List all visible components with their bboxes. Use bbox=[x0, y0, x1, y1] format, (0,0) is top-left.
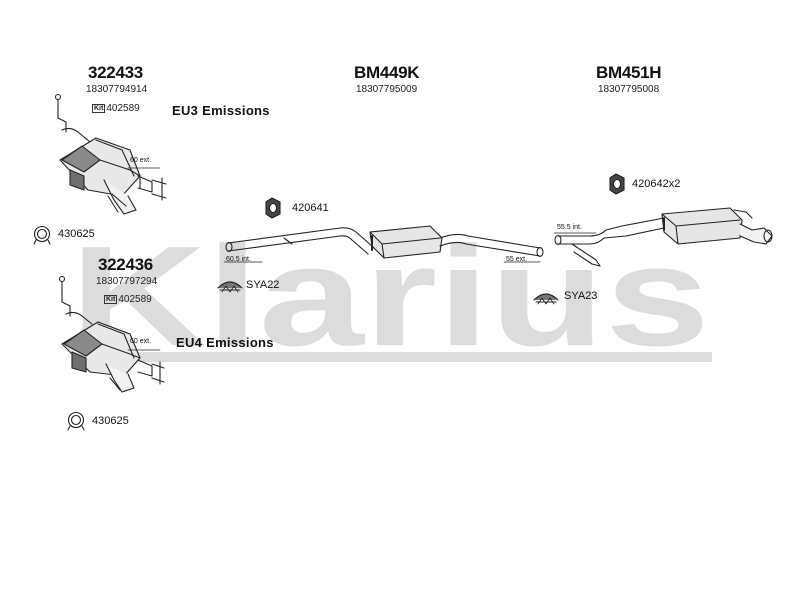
mount-rear-number[interactable]: SYA23 bbox=[564, 290, 598, 302]
gasket-centre-icon bbox=[265, 197, 281, 219]
spec-centre-outlet: 55 ext. bbox=[506, 256, 528, 263]
kit-number-lower-value: 402589 bbox=[118, 294, 152, 305]
emissions-label-eu4: EU4 Emissions bbox=[176, 335, 274, 350]
part-number-322433[interactable]: 322433 bbox=[88, 63, 143, 82]
gasket-rear-number[interactable]: 420642x2 bbox=[632, 178, 681, 190]
spec-centre-inlet: 60.5 int. bbox=[226, 256, 251, 263]
catalyst-lower[interactable] bbox=[58, 275, 165, 393]
dimension-leaders bbox=[127, 167, 597, 351]
part-number-bm451h[interactable]: BM451H bbox=[596, 63, 662, 82]
catalyst-upper[interactable] bbox=[54, 93, 167, 215]
gasket-rear-icon bbox=[609, 173, 625, 195]
clamp-lower-icon bbox=[67, 411, 85, 431]
centre-section-pipe[interactable] bbox=[225, 225, 544, 259]
part-number-322436[interactable]: 322436 bbox=[98, 255, 153, 274]
spec-rear-inlet: 55.5 int. bbox=[557, 224, 582, 231]
kit-badge-icon: Kit bbox=[104, 295, 118, 304]
kit-number-upper-value: 402589 bbox=[106, 103, 140, 114]
oem-number-lower: 18307797294 bbox=[96, 276, 158, 287]
spec-upper-cat: 60 ext. bbox=[130, 157, 152, 164]
spec-lower-cat: 60 ext. bbox=[130, 338, 152, 345]
oem-number-upper: 18307794914 bbox=[86, 84, 148, 95]
emissions-label-eu3: EU3 Emissions bbox=[172, 103, 270, 118]
clamp-lower-number[interactable]: 430625 bbox=[92, 415, 129, 427]
oem-number-centre: 18307795009 bbox=[356, 84, 418, 95]
mount-centre-number[interactable]: SYA22 bbox=[246, 279, 280, 291]
kit-badge-icon: Kit bbox=[92, 104, 106, 113]
mount-rear-icon bbox=[533, 293, 559, 305]
clamp-upper-icon bbox=[33, 225, 51, 245]
rear-section-pipe[interactable] bbox=[554, 207, 773, 267]
gasket-centre-number[interactable]: 420641 bbox=[292, 202, 329, 214]
oem-number-rear: 18307795008 bbox=[598, 84, 660, 95]
part-number-bm449k[interactable]: BM449K bbox=[354, 63, 420, 82]
watermark-underline bbox=[86, 352, 712, 362]
mount-centre-icon bbox=[217, 281, 243, 293]
clamp-upper-number[interactable]: 430625 bbox=[58, 228, 95, 240]
